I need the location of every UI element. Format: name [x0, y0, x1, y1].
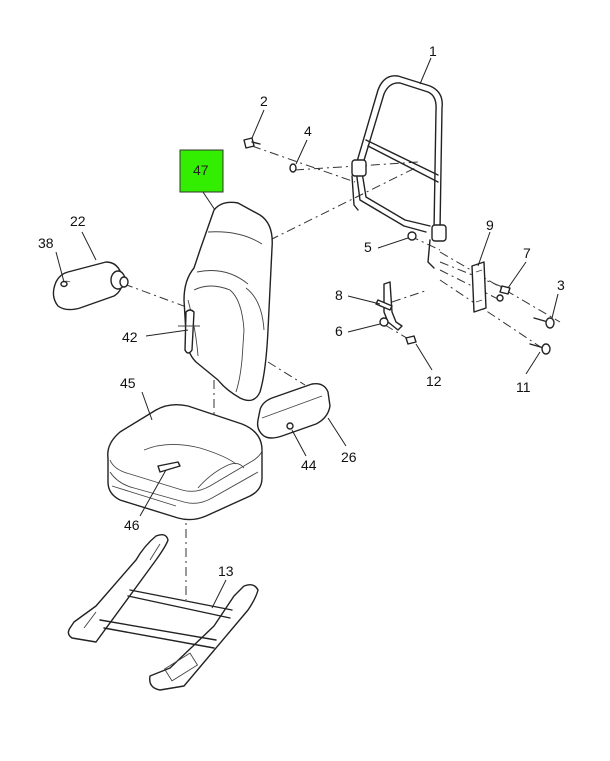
callout-12: 12 [426, 373, 442, 389]
callout-6: 6 [335, 323, 343, 339]
callout-45: 45 [120, 375, 136, 391]
highlighted-callout[interactable]: 47 [179, 149, 224, 193]
leader-lines [55, 57, 559, 609]
seat-back-cushion [178, 201, 273, 402]
callout-26: 26 [341, 449, 357, 465]
mounting-bracket [471, 261, 487, 313]
callout-46: 46 [124, 517, 140, 533]
assembly-lines [123, 145, 561, 600]
callout-4: 4 [304, 123, 312, 139]
callout-labels: 1 2 4 3 5 6 7 8 9 11 12 13 22 26 38 42 4… [38, 43, 565, 579]
callout-3: 3 [557, 277, 565, 293]
callout-8: 8 [335, 287, 343, 303]
seat-base-frame [67, 533, 259, 691]
seat-cushion [107, 403, 263, 521]
callout-1: 1 [429, 43, 437, 59]
right-armrest [256, 382, 331, 439]
callout-7: 7 [523, 245, 531, 261]
callout-9: 9 [486, 217, 494, 233]
callout-5: 5 [364, 239, 372, 255]
callout-47: 47 [193, 162, 209, 178]
callout-22: 22 [70, 213, 86, 229]
fasteners [60, 137, 555, 430]
callout-11: 11 [516, 379, 531, 395]
callout-2: 2 [260, 93, 268, 109]
callout-47-highlight-box[interactable] [179, 149, 224, 193]
seat-back-frame [351, 75, 447, 269]
callout-38: 38 [38, 235, 54, 251]
callout-44: 44 [301, 457, 317, 473]
callout-42: 42 [122, 329, 138, 345]
callout-13: 13 [218, 563, 234, 579]
